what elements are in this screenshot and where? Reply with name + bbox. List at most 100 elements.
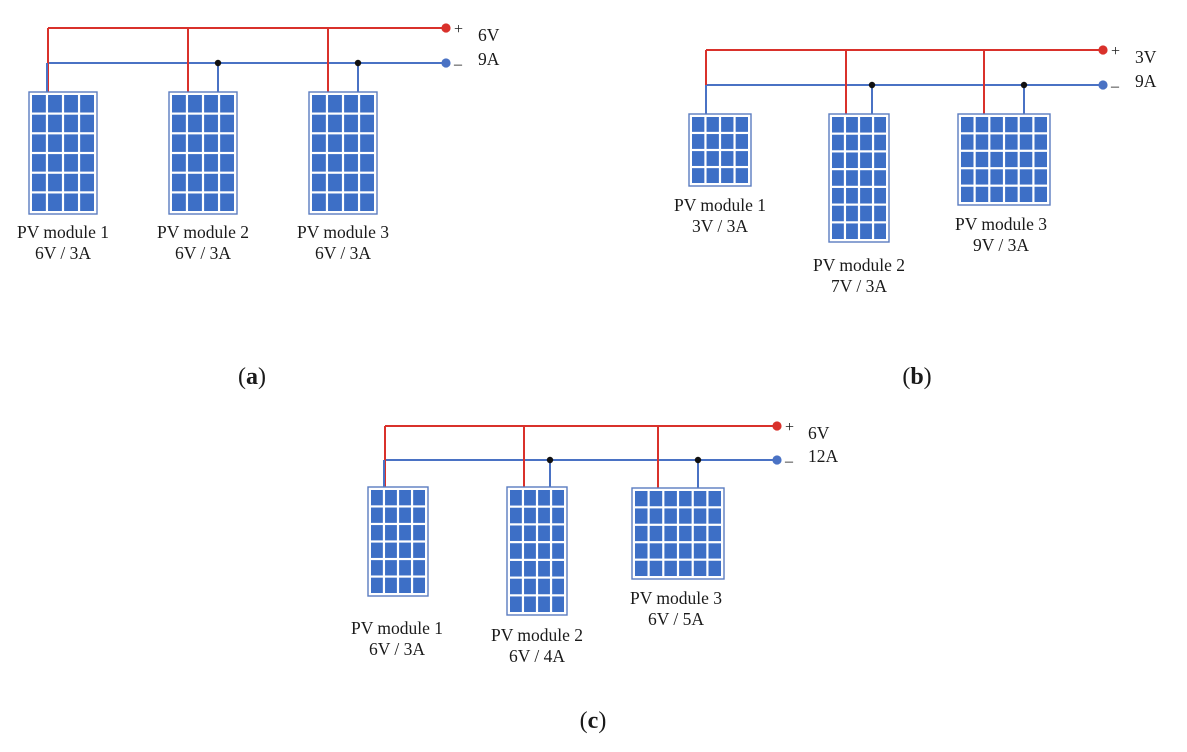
solar-cell xyxy=(860,223,872,239)
solar-cell xyxy=(312,95,326,113)
solar-cell xyxy=(385,490,397,506)
solar-cell xyxy=(693,525,707,542)
solar-cell xyxy=(961,117,974,133)
junction-dot xyxy=(546,456,554,464)
solar-cell xyxy=(1034,169,1047,185)
solar-cell xyxy=(664,543,677,559)
solar-cell xyxy=(524,525,536,542)
solar-cell xyxy=(413,577,425,593)
solar-cell xyxy=(1034,151,1047,168)
caption-close-paren: ) xyxy=(598,708,606,734)
solar-cell xyxy=(1019,186,1033,202)
solar-cell xyxy=(204,193,218,211)
solar-cell xyxy=(32,95,46,113)
solar-cell xyxy=(1019,169,1033,185)
solar-cell xyxy=(1034,134,1047,150)
solar-cell xyxy=(538,543,550,559)
solar-cell xyxy=(693,543,707,559)
caption-close-paren: ) xyxy=(258,364,266,390)
solar-cell xyxy=(220,95,234,113)
solar-cell xyxy=(204,95,218,113)
solar-cell xyxy=(220,114,234,133)
pv-module-1 xyxy=(28,91,98,215)
solar-cell xyxy=(524,543,536,559)
caption-open-paren: ( xyxy=(238,364,246,390)
solar-cell xyxy=(524,490,536,506)
solar-cell xyxy=(874,134,886,151)
solar-cell xyxy=(172,134,186,152)
solar-cell xyxy=(64,193,78,211)
solar-cell xyxy=(706,151,719,166)
solar-cell xyxy=(975,134,989,150)
module-name-label: PV module 2 xyxy=(157,222,249,242)
solar-cell xyxy=(399,577,411,593)
solar-cell xyxy=(188,95,202,113)
solar-cell xyxy=(990,169,1003,185)
subfigure-caption: (a) xyxy=(238,364,266,390)
solar-cell xyxy=(693,491,707,507)
solar-cell xyxy=(371,507,383,523)
solar-cell xyxy=(510,596,522,612)
solar-cell xyxy=(64,173,78,192)
solar-cell xyxy=(874,187,886,204)
solar-cell xyxy=(524,507,536,524)
solar-cell xyxy=(48,114,62,133)
solar-cell xyxy=(413,525,425,541)
solar-cell xyxy=(360,193,374,211)
solar-cell xyxy=(172,114,186,133)
solar-cell xyxy=(510,525,522,542)
module-rating-label: 6V / 3A xyxy=(35,243,91,263)
solar-cell xyxy=(664,560,677,576)
solar-cell xyxy=(64,114,78,133)
module-rating-label: 6V / 3A xyxy=(175,243,231,263)
solar-cell xyxy=(735,168,748,183)
solar-cell xyxy=(846,117,858,133)
solar-cell xyxy=(399,507,411,523)
solar-cell xyxy=(48,134,62,152)
solar-cell xyxy=(188,173,202,192)
solar-cell xyxy=(832,117,844,133)
module-rating-label: 7V / 3A xyxy=(831,276,887,296)
plus-sign: + xyxy=(454,21,463,38)
module-rating-label: 9V / 3A xyxy=(973,235,1029,255)
solar-cell xyxy=(188,193,202,211)
solar-cell xyxy=(32,114,46,133)
solar-cell xyxy=(1005,134,1018,150)
solar-cell xyxy=(360,134,374,152)
caption-open-paren: ( xyxy=(902,364,910,390)
solar-cell xyxy=(48,95,62,113)
solar-cell xyxy=(371,525,383,541)
solar-cell xyxy=(204,154,218,172)
output-voltage-label: 6V xyxy=(808,423,830,443)
solar-cell xyxy=(832,152,844,169)
solar-cell xyxy=(344,134,358,152)
solar-cell xyxy=(721,117,734,132)
solar-cell xyxy=(990,117,1003,133)
solar-cell xyxy=(80,114,94,133)
solar-cell xyxy=(385,507,397,523)
solar-cell xyxy=(692,168,705,183)
solar-cell xyxy=(538,560,550,577)
solar-cell xyxy=(220,173,234,192)
solar-cell xyxy=(32,154,46,172)
solar-cell xyxy=(220,134,234,152)
solar-cell xyxy=(360,173,374,192)
solar-cell xyxy=(371,560,383,576)
solar-cell xyxy=(692,134,705,149)
solar-cell xyxy=(399,490,411,506)
module-name-label: PV module 3 xyxy=(297,222,389,242)
plus-sign: + xyxy=(1111,43,1120,60)
output-current-label: 12A xyxy=(808,446,839,466)
solar-cell xyxy=(649,508,663,524)
solar-cell xyxy=(360,95,374,113)
solar-cell xyxy=(413,560,425,576)
solar-cell xyxy=(975,186,989,202)
solar-cell xyxy=(706,168,719,183)
solar-cell xyxy=(1005,117,1018,133)
solar-cell xyxy=(692,151,705,166)
solar-cell xyxy=(312,193,326,211)
solar-cell xyxy=(664,491,677,507)
